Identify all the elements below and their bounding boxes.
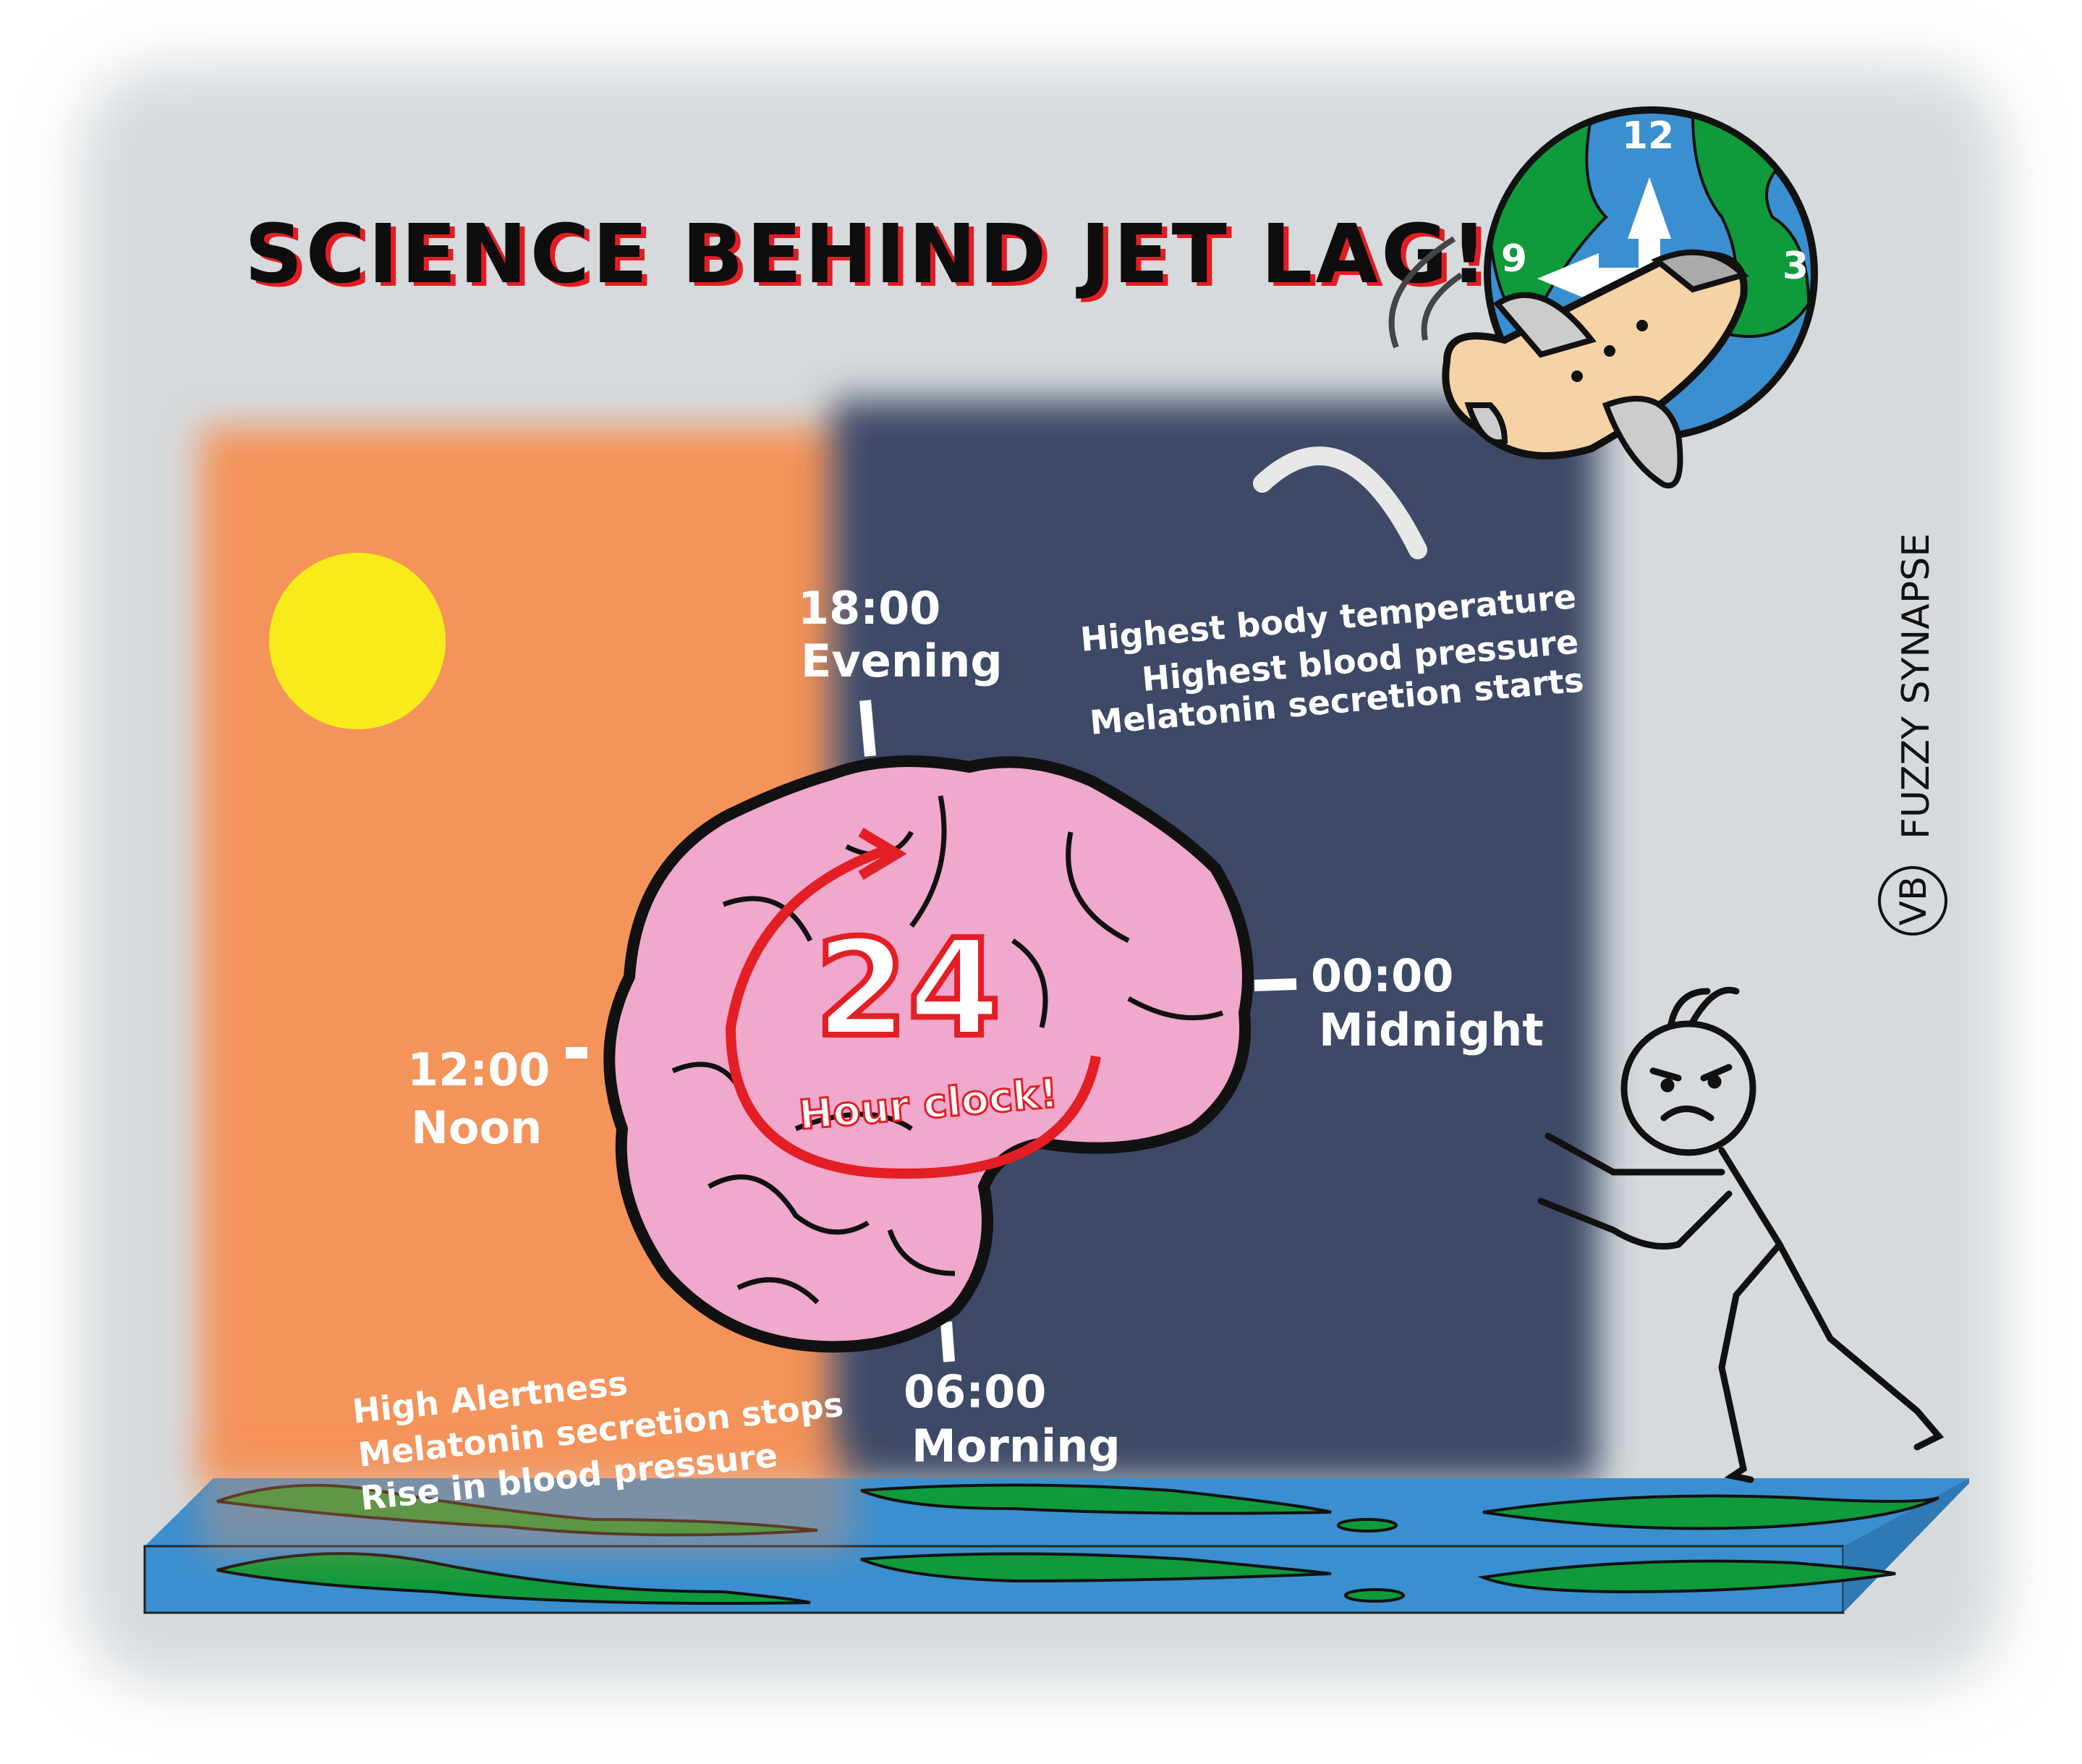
world-map-ground [143,1440,1969,1614]
clock-ticks [566,700,1297,1362]
sun-icon [269,553,446,729]
globe-number-12: 12 [1622,114,1674,158]
airplane-icon [1388,236,1749,489]
moon-icon [1253,446,1427,559]
globe-number-9: 9 [1501,237,1527,281]
globe-number-3: 3 [1783,245,1809,288]
label-noon: Noon [411,1101,542,1154]
clock-arrow-icon [725,827,1101,1179]
page-title: SCIENCE BEHIND JET LAG! [245,208,1490,302]
label-evening: Evening [801,635,1003,687]
time-noon: 12:00 [407,1043,550,1096]
time-evening: 18:00 [798,582,940,635]
label-midnight: Midnight [1319,1004,1544,1056]
time-morning: 06:00 [904,1365,1046,1418]
label-morning: Morning [912,1420,1121,1472]
time-midnight: 00:00 [1311,949,1453,1002]
clock-number: 24 [815,910,1000,1067]
watermark-text: FUZZY SYNAPSE [1895,533,1938,839]
brain-icon [603,755,1254,1353]
stick-figure-icon [1537,986,1945,1483]
vb-logo-icon [1878,866,1947,936]
vb-logo-text: VB [1892,876,1934,926]
watermark: VB FUZZY SYNAPSE [1878,533,1947,936]
